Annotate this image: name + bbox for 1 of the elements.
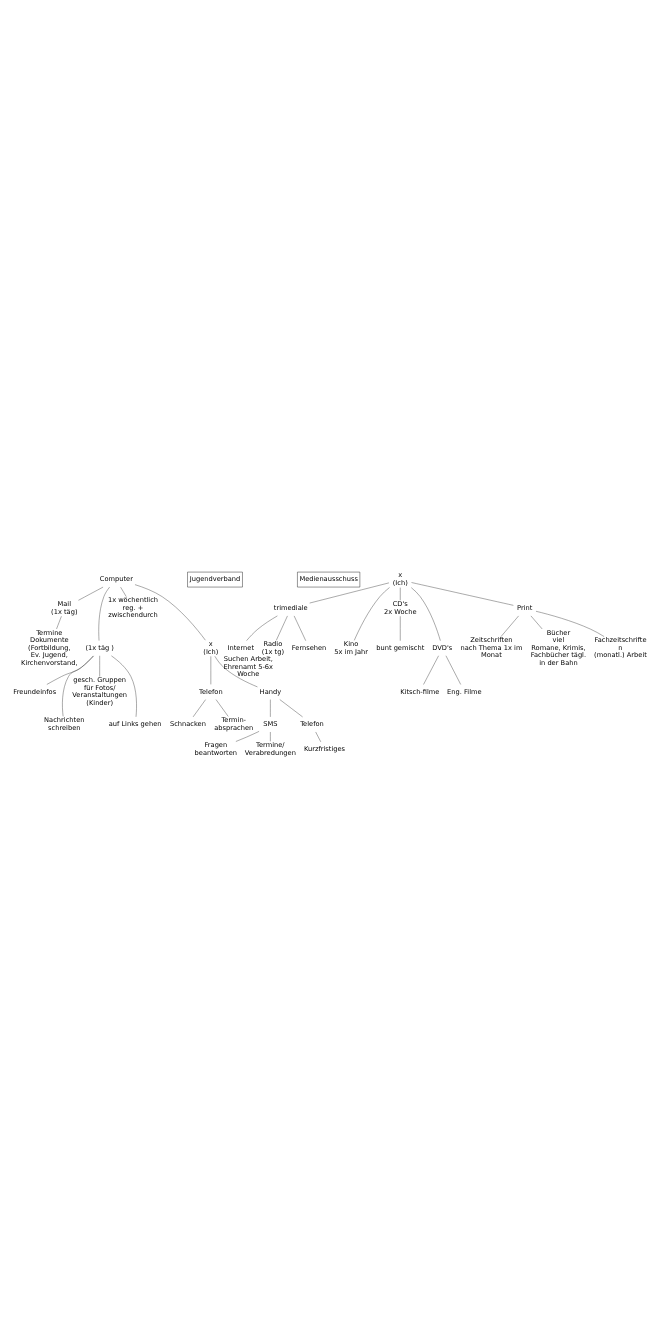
- connector: [62, 655, 94, 717]
